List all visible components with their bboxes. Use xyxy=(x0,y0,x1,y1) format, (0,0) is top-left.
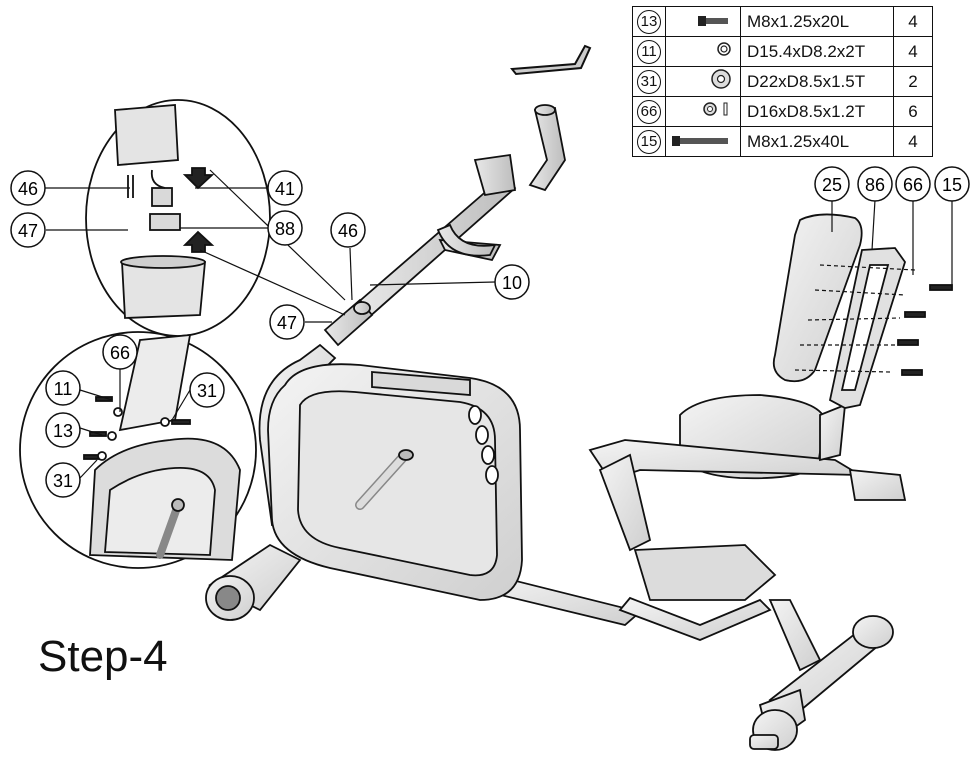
callout-88: 88 xyxy=(267,210,303,246)
callout-41: 41 xyxy=(267,170,303,206)
part-number: 66 xyxy=(637,99,661,124)
callout-31-detail-top: 31 xyxy=(189,372,225,408)
callout-10: 10 xyxy=(494,264,530,300)
svg-text:15: 15 xyxy=(942,175,962,195)
part-quantity: 4 xyxy=(893,126,933,157)
svg-text:47: 47 xyxy=(277,313,297,333)
allen-key-icon xyxy=(510,44,592,76)
callout-86: 86 xyxy=(857,166,893,202)
bolt-short-icon xyxy=(665,6,741,37)
callout-46-mid: 46 xyxy=(330,212,366,248)
svg-text:41: 41 xyxy=(275,179,295,199)
callout-66-right: 66 xyxy=(895,166,931,202)
callout-25: 25 xyxy=(814,166,850,202)
part-spec: D15.4xD8.2x2T xyxy=(740,36,894,67)
part-spec: D22xD8.5x1.5T xyxy=(740,66,894,97)
callout-47-mid: 47 xyxy=(269,304,305,340)
callout-66-detail: 66 xyxy=(102,334,138,370)
part-number-cell: 15 xyxy=(632,126,666,157)
svg-text:10: 10 xyxy=(502,273,522,293)
svg-text:31: 31 xyxy=(53,471,73,491)
svg-text:31: 31 xyxy=(197,381,217,401)
svg-text:88: 88 xyxy=(275,219,295,239)
flywheel-cover xyxy=(267,363,523,601)
seat-assembly xyxy=(588,394,907,601)
svg-text:11: 11 xyxy=(54,379,73,399)
backrest-assembly xyxy=(772,213,953,409)
svg-text:46: 46 xyxy=(18,179,38,199)
spring-washer-icon xyxy=(665,96,741,127)
bolt-detail-view xyxy=(19,331,257,569)
svg-text:66: 66 xyxy=(903,175,923,195)
svg-text:66: 66 xyxy=(110,343,130,363)
callout-46-top: 46 xyxy=(10,170,46,206)
part-number-cell: 66 xyxy=(632,96,666,127)
part-quantity: 4 xyxy=(893,6,933,37)
part-number: 15 xyxy=(637,129,661,154)
part-number: 31 xyxy=(637,69,661,94)
part-number: 13 xyxy=(637,9,661,34)
step-label: Step-4 xyxy=(38,632,168,681)
part-number-cell: 11 xyxy=(632,36,666,67)
svg-text:46: 46 xyxy=(338,221,358,241)
part-spec: M8x1.25x20L xyxy=(740,6,894,37)
bolt-long-icon xyxy=(665,126,741,157)
part-quantity: 4 xyxy=(893,36,933,67)
washer-small-icon xyxy=(665,36,741,67)
part-spec: M8x1.25x40L xyxy=(740,126,894,157)
part-number-cell: 31 xyxy=(632,66,666,97)
bike-frame xyxy=(205,343,894,751)
part-spec: D16xD8.5x1.2T xyxy=(740,96,894,127)
part-number: 11 xyxy=(637,39,661,64)
part-number-cell: 13 xyxy=(632,6,666,37)
svg-text:25: 25 xyxy=(822,175,842,195)
washer-large-icon xyxy=(665,66,741,97)
svg-text:86: 86 xyxy=(865,175,885,195)
leader-line xyxy=(199,249,346,316)
callout-31-detail-bottom: 31 xyxy=(45,462,81,498)
part-quantity: 2 xyxy=(893,66,933,97)
callout-47-top: 47 xyxy=(10,212,46,248)
svg-text:13: 13 xyxy=(53,421,73,441)
callout-15-right: 15 xyxy=(934,166,970,202)
connector-detail-view xyxy=(85,99,271,337)
callout-leaders xyxy=(45,187,953,479)
callout-11-detail: 11 xyxy=(45,370,81,406)
handlebar-post xyxy=(323,104,566,347)
svg-text:47: 47 xyxy=(18,221,38,241)
callout-13-detail: 13 xyxy=(45,412,81,448)
part-quantity: 6 xyxy=(893,96,933,127)
